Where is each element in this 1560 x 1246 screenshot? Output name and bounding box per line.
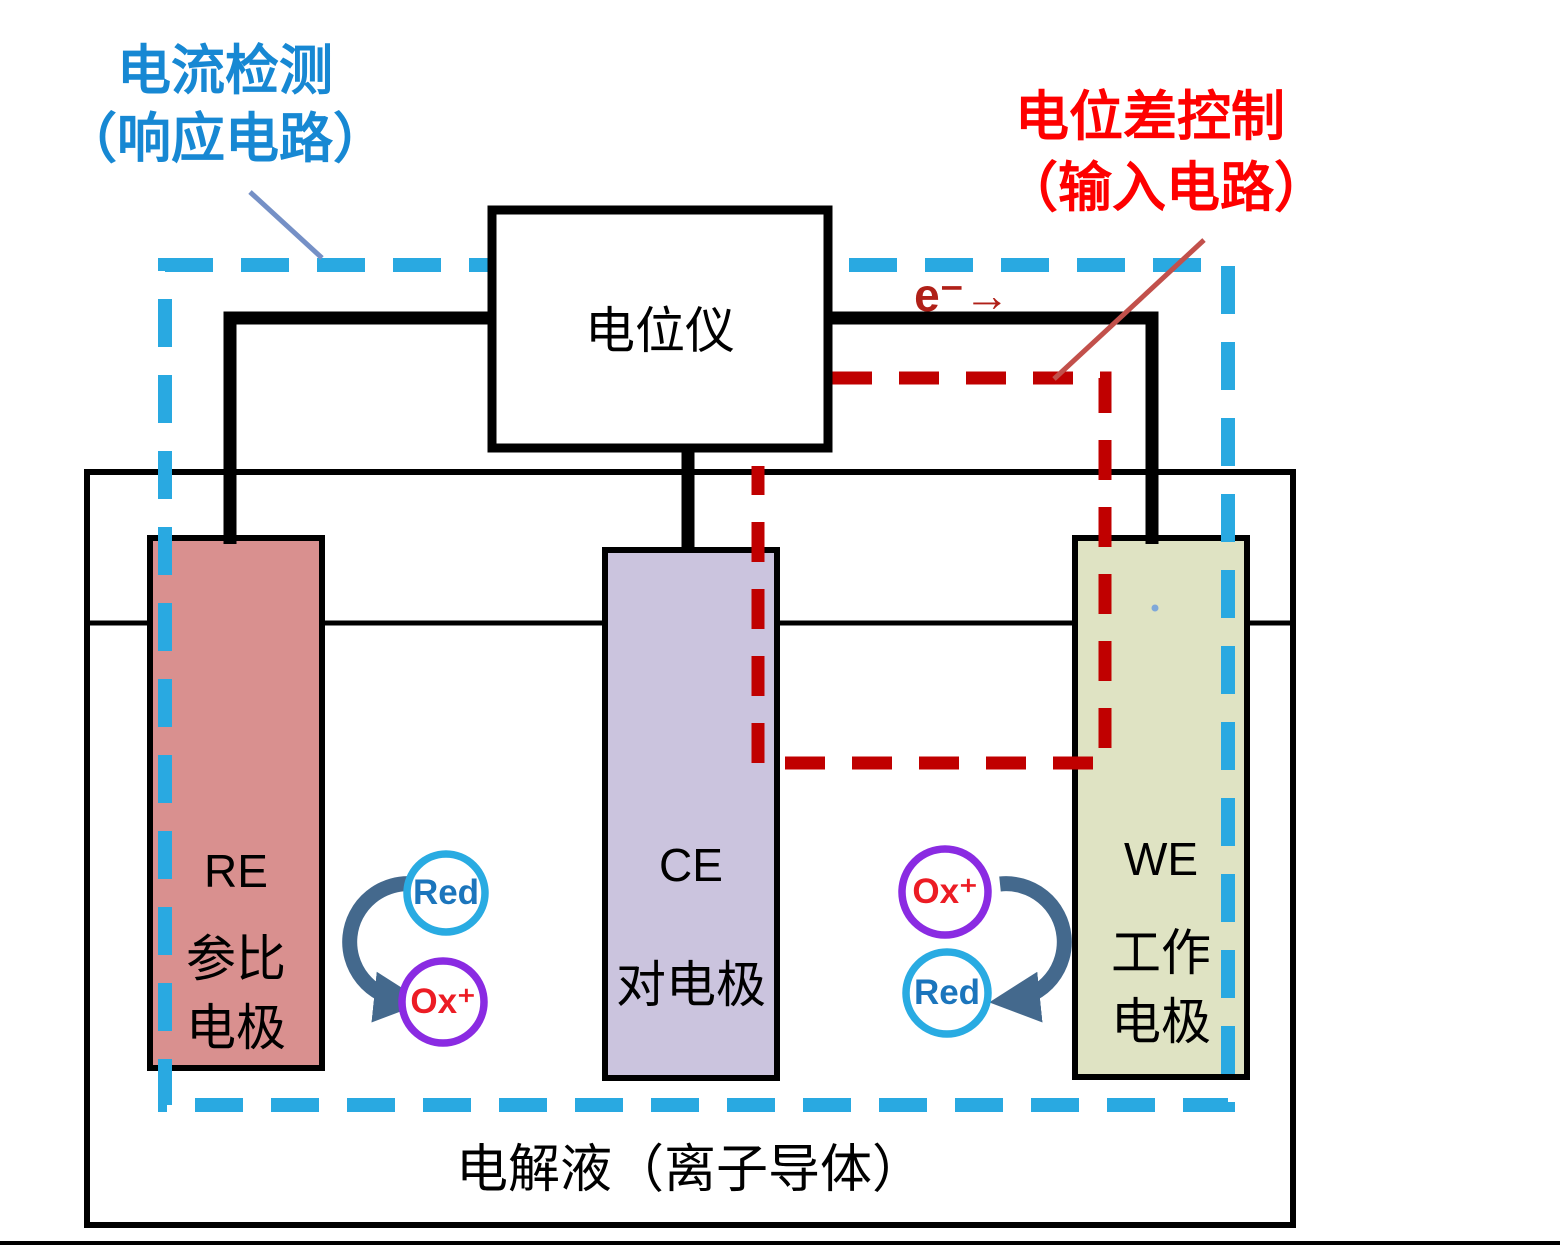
- redox-arrow-right: [989, 876, 1072, 1023]
- ox-species-circle-right: [898, 845, 992, 939]
- input-circuit-outline: [751, 371, 1112, 770]
- electron-flow-label: e⁻→: [914, 269, 1010, 321]
- wire-working: [824, 311, 1159, 544]
- potential-control-label-line2: （输入电路）: [1004, 158, 1328, 218]
- red-species-circle-left: [403, 850, 489, 936]
- stray-dot: [1151, 604, 1159, 612]
- working-electrode: [1072, 535, 1250, 1080]
- reference-electrode: [147, 535, 325, 1071]
- potential-control-callout-line: [1052, 238, 1206, 381]
- working-electrode-name-line1: 工作: [1111, 925, 1211, 981]
- working-electrode-name-line2: 电极: [1111, 994, 1211, 1050]
- reference-electrode-name-line2: 电极: [186, 1000, 286, 1056]
- ox-species-label-left: Ox⁺: [410, 982, 476, 1021]
- potentiostat-label: 电位仪: [585, 303, 735, 359]
- potential-control-label-line1: 电位差控制: [1015, 87, 1285, 147]
- working-electrode-abbr: WE: [1123, 833, 1199, 885]
- counter-electrode-abbr: CE: [659, 839, 723, 891]
- red-species-label-left: Red: [412, 873, 480, 912]
- red-species-circle-right: [902, 948, 992, 1038]
- wire-reference: [223, 311, 496, 544]
- response-circuit-outline: [158, 258, 1235, 1112]
- ox-species-circle-left: [398, 957, 488, 1047]
- redox-arrow-left: [342, 876, 425, 1023]
- potentiostat-box: [487, 205, 833, 453]
- ox-species-label-right: Ox⁺: [912, 872, 978, 911]
- red-species-label-right: Red: [913, 973, 981, 1012]
- reference-electrode-abbr: RE: [204, 845, 268, 897]
- electrolyte-label: 电解液（离子导体）: [455, 1141, 924, 1199]
- current-detection-label-line2: （响应电路）: [63, 109, 387, 169]
- reference-electrode-name-line1: 参比: [186, 931, 286, 987]
- current-detection-label-line1: 电流检测: [117, 41, 333, 101]
- counter-electrode-name: 对电极: [616, 957, 766, 1013]
- current-detection-callout-line: [248, 190, 324, 260]
